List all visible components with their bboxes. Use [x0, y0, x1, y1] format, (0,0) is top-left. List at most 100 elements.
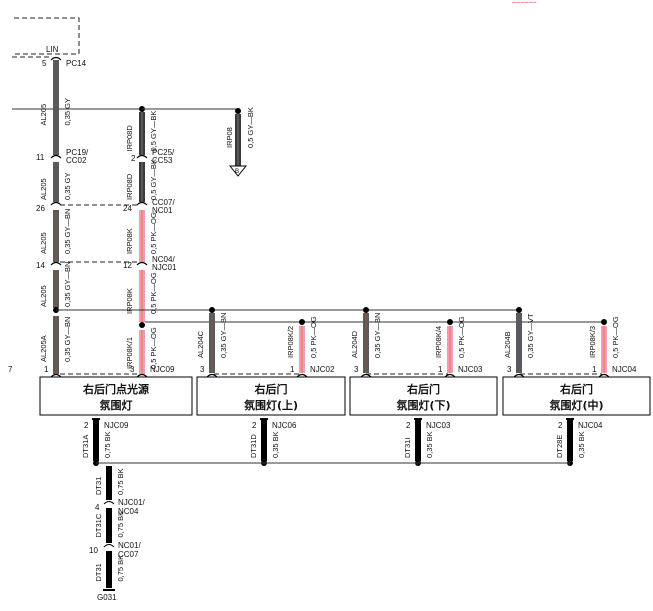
ground-circuit-label: DT31I [403, 438, 412, 458]
ground-circuit-label: DT28E [555, 435, 564, 458]
right-segment-wire-label: 0,5 GY—BK [149, 159, 158, 200]
ground-wire-label: 0,75 BK [103, 431, 112, 458]
device-extra-pin: 7 [8, 365, 13, 374]
ground-wire-label: 0,35 BK [271, 431, 280, 458]
right-segment-circuit-label: IRP08K [125, 228, 134, 254]
device-box [502, 376, 651, 416]
right-connector-name: NC01 [152, 206, 173, 215]
branch-circuit-label: IRP08 [225, 127, 234, 148]
device-box [39, 376, 193, 416]
right-segment-circuit-label: IRP08K [125, 288, 134, 314]
right-column-wires [139, 106, 145, 374]
right-connector-name: NC04/ [152, 255, 175, 264]
left-segment-wire-label: 0,35 GY [63, 172, 72, 200]
device-left-circuit: AL204B [503, 331, 512, 358]
device-right-circuit: IRP08K/3 [588, 326, 597, 358]
branch-arrow-label: B [235, 169, 239, 175]
chain-wire-label: 0,75 BK [116, 468, 125, 495]
device-right-wire-label: 0,5 PK—OG [457, 316, 466, 358]
left-column-wires [53, 60, 59, 374]
chain-connector-name: CC07 [118, 550, 139, 559]
ground-connector: NJC03 [426, 421, 451, 430]
right-segment-circuit-label: IRP08D [125, 173, 134, 200]
chain-connector-name: NC01/ [118, 541, 141, 550]
ground-connector: NJC09 [104, 421, 129, 430]
ground-connector: NJC04 [578, 421, 603, 430]
chain-connector-pin: 10 [89, 546, 98, 555]
device-connector: NJC03 [458, 365, 483, 374]
chain-wire-label: 0,75 BK [116, 511, 125, 538]
header-mark: ~~~~~~ [512, 0, 537, 7]
right-segment-circuit-label: IRP08K/1 [125, 337, 134, 369]
ground-circuit-label: DT31A [81, 435, 90, 458]
device-connector: NJC09 [150, 365, 175, 374]
ground-wire-2 [260, 418, 268, 466]
pin-5: 5 [42, 59, 47, 68]
chain-wire-label: 0,75 BK [116, 555, 125, 582]
right-connector-name: CC53 [152, 156, 173, 165]
device-name-line1: 右后门 [406, 382, 440, 396]
device-connector: NJC02 [310, 365, 335, 374]
chain-connector-name: NC04 [118, 507, 139, 516]
device-name-line2: 氛围灯(中) [549, 398, 603, 412]
device-right-pin: 1 [290, 365, 295, 374]
left-segment-wire-label: 0,35 GY—BN [63, 209, 72, 254]
left-segment-wire-label: 0,35 GY—BN [63, 317, 72, 362]
device-name-line1: 右后门 [559, 382, 593, 396]
ground-pin: 2 [84, 421, 89, 430]
left-segment-circuit-label: AL205 [39, 232, 48, 254]
device-right-pin: 1 [592, 365, 597, 374]
ground-point-g031: G031 [97, 593, 117, 602]
device-name-line2: 氛围灯(上) [244, 398, 298, 412]
ground-wire-3 [414, 418, 422, 466]
wire-left-1 [53, 60, 59, 155]
left-segment-wire-label: 0,35 GY [63, 98, 72, 126]
right-connector-pin: 12 [123, 261, 132, 270]
device-name-line2: 氛围灯(下) [396, 398, 450, 412]
chain-circuit-label: DT31C [94, 513, 103, 537]
lin-label: LIN [46, 45, 59, 54]
connector-name: PC19/ [66, 148, 89, 157]
device-right-wire-label: 0,5 PK—OG [611, 316, 620, 358]
right-segment-wire-label: 0,5 PK—OG [149, 327, 158, 369]
ground-pin: 2 [252, 421, 257, 430]
device-left-pin: 3 [507, 365, 512, 374]
device-left-wire-label: 0,35 GY—BN [219, 313, 228, 358]
left-connector-pin: 14 [36, 261, 45, 270]
ground-wire-label: 0,35 BK [577, 431, 586, 458]
right-segment-wire-label: 0,5 PK—OG [149, 272, 158, 314]
right-segment-wire-label: 0,5 GY—BK [149, 111, 158, 152]
ground-pin: 2 [406, 421, 411, 430]
left-segment-wire-label: 0,35 GY—BN [63, 262, 72, 307]
device-right-circuit: IRP08K/4 [434, 326, 443, 358]
chain-connector-name: NJC01/ [118, 498, 145, 507]
ground-connector: NJC06 [272, 421, 297, 430]
ground-wire-1 [92, 418, 100, 466]
connector-pc14: PC14 [66, 59, 87, 68]
wire-left-2 [53, 162, 59, 202]
chain-circuit-label: DT31 [94, 477, 103, 495]
device-right-circuit: IRP08K/2 [286, 326, 295, 358]
device-box [349, 376, 498, 416]
right-connector-pin: 2 [131, 154, 136, 163]
branch-arrow-b [142, 108, 248, 177]
lin-module-frame [12, 17, 80, 58]
device-box [196, 376, 346, 416]
device-name-line1: 右后门点光源 [82, 382, 149, 396]
device-right-pin: 1 [438, 365, 443, 374]
right-segment-wire-label: 0,5 PK—OG [149, 212, 158, 254]
left-segment-circuit-label: AL205A [39, 335, 48, 362]
ground-pin: 2 [558, 421, 563, 430]
left-segment-circuit-label: AL205 [39, 178, 48, 200]
device-left-circuit: AL204D [350, 330, 359, 358]
left-connector-pin: 26 [36, 204, 45, 213]
device-left-pin: 3 [200, 365, 205, 374]
right-connector-name: CC07/ [152, 198, 175, 207]
right-connector-name: NJC01 [152, 263, 177, 272]
device-left-pin: 3 [354, 365, 359, 374]
